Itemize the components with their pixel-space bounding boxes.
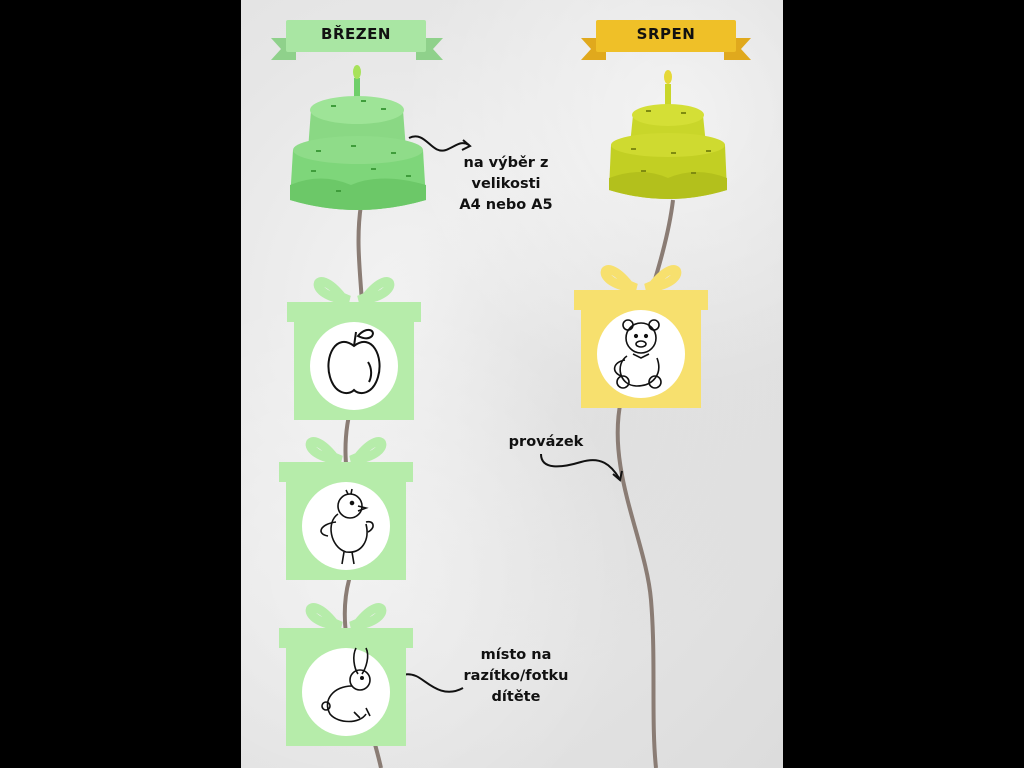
photo-note-line-3: dítěte	[491, 689, 541, 705]
gift-apple	[287, 282, 421, 420]
size-arrow	[408, 135, 470, 152]
month-label-right: SRPEN	[636, 25, 696, 43]
apple-icon	[327, 329, 381, 395]
size-note-line-1: na výběr z	[463, 155, 549, 171]
photo-note: místo na razítko/fotku dítěte	[446, 645, 586, 708]
string-arrow	[540, 453, 620, 479]
bunny-icon	[321, 647, 371, 723]
string-note-line-1: provázek	[508, 434, 584, 450]
gift-teddy	[574, 270, 708, 408]
size-note: na výběr z velikosti A4 nebo A5	[441, 153, 571, 216]
poster-canvas: BŘEZEN SRPEN na výběr z velikosti A4 neb…	[241, 0, 783, 768]
left-banner	[271, 20, 443, 60]
chick-icon	[320, 488, 374, 565]
teddy-bear-icon	[613, 319, 662, 389]
poster-illustration	[271, 20, 751, 768]
string-note: provázek	[491, 432, 601, 453]
right-banner	[581, 20, 751, 60]
month-label-left: BŘEZEN	[321, 25, 391, 43]
left-cake-icon	[290, 65, 426, 210]
size-note-line-2: velikosti	[471, 176, 541, 192]
size-note-line-3: A4 nebo A5	[459, 197, 553, 213]
photo-note-line-2: razítko/fotku	[463, 668, 569, 684]
gift-bunny	[279, 608, 413, 746]
gift-chick	[279, 442, 413, 580]
photo-note-line-1: místo na	[480, 647, 552, 663]
right-cake-icon	[609, 70, 727, 199]
